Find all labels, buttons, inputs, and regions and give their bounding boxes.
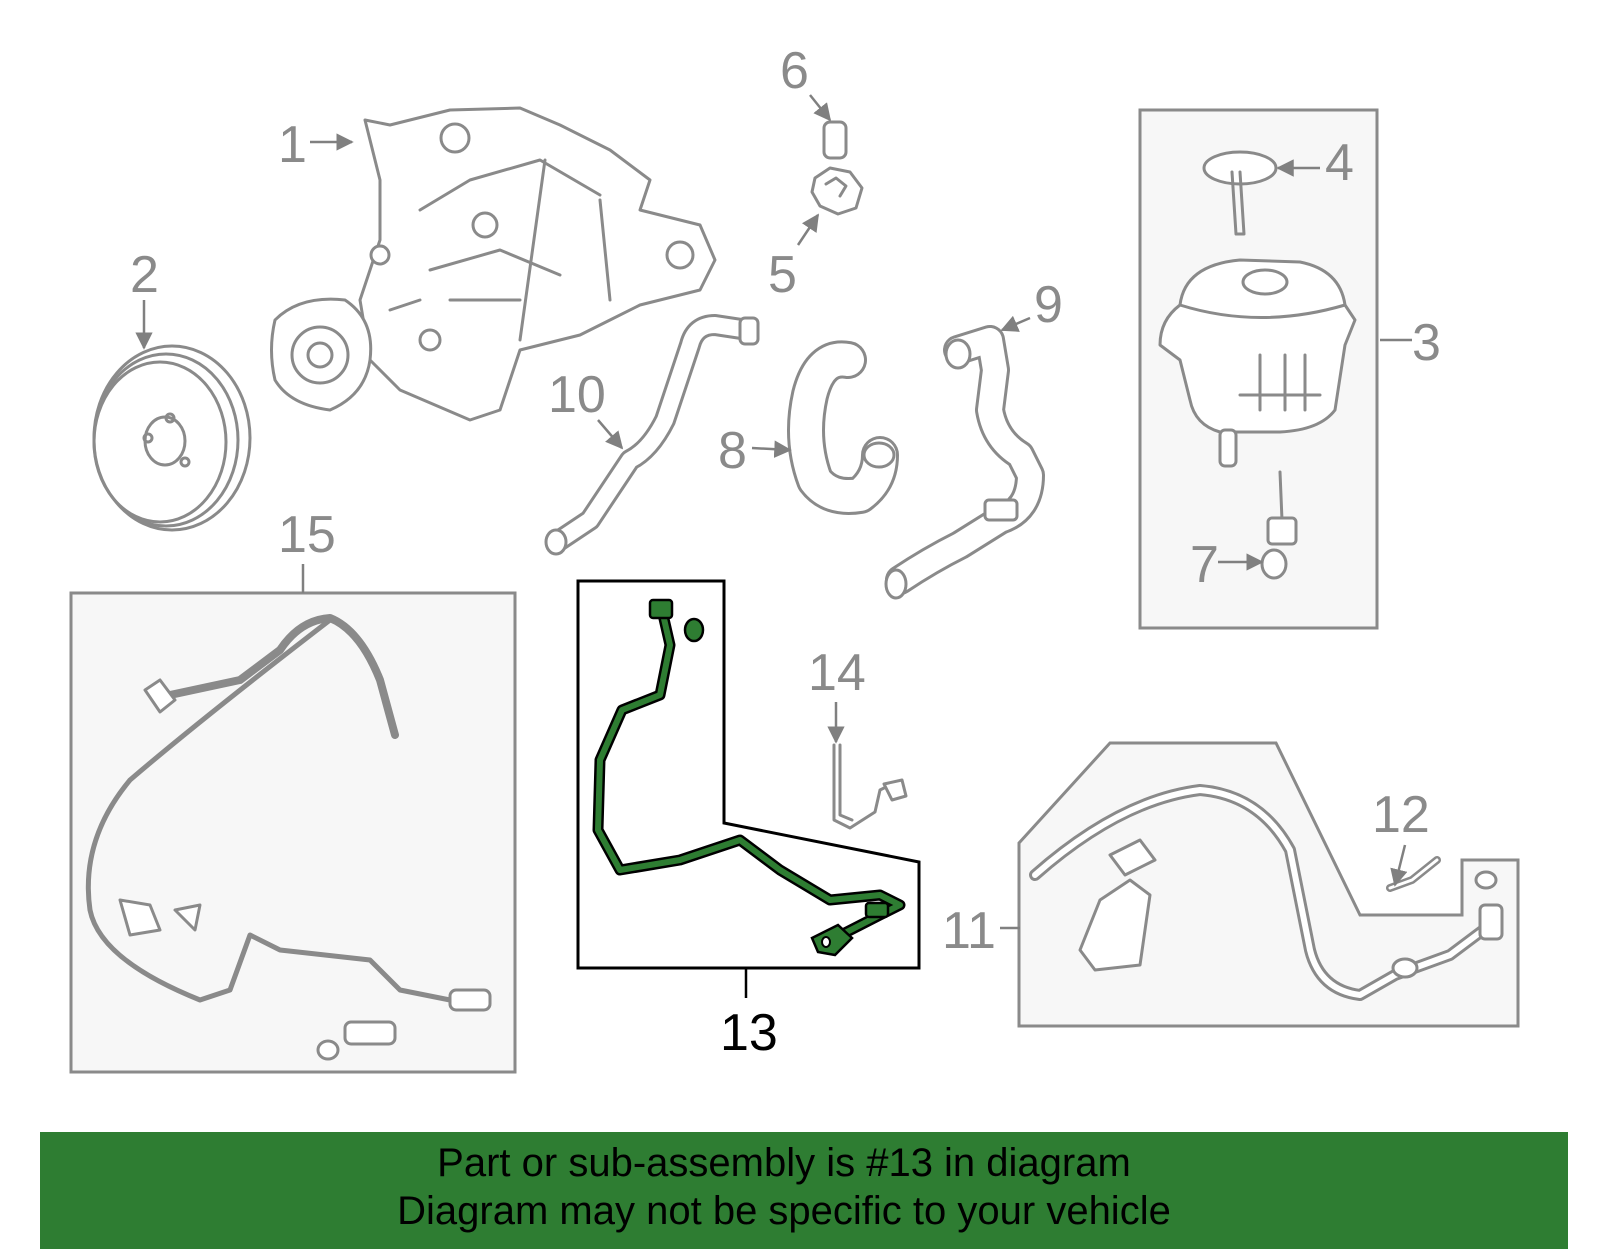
leader-lines	[135, 94, 1412, 998]
callout-12: 12	[1372, 786, 1430, 844]
part-2-pulley	[92, 344, 252, 532]
callout-4: 4	[1325, 134, 1354, 192]
callout-5: 5	[768, 246, 797, 304]
part-13-box	[576, 579, 921, 970]
part-6-cap	[822, 120, 848, 160]
part-15-box	[69, 591, 517, 1074]
reservoir-box	[1138, 108, 1379, 630]
callout-8: 8	[718, 422, 747, 480]
part-7-sensor	[1260, 470, 1298, 580]
notice-banner: Part or sub-assembly is #13 in diagram D…	[40, 1132, 1568, 1249]
callout-15: 15	[278, 506, 336, 564]
notice-line-2: Diagram may not be specific to your vehi…	[397, 1189, 1171, 1233]
part-1-pump	[270, 106, 717, 422]
part-8-hose	[787, 340, 899, 515]
part-11-box	[1017, 741, 1520, 1028]
part-13-hose-highlighted	[592, 598, 906, 957]
part-10-hose	[544, 314, 760, 556]
part-14-bracket	[832, 743, 908, 830]
callout-9: 9	[1034, 276, 1063, 334]
callout-7: 7	[1190, 536, 1219, 594]
callout-2: 2	[130, 246, 159, 304]
part-9-hose	[884, 325, 1045, 600]
callout-3: 3	[1412, 314, 1441, 372]
callout-11: 11	[942, 902, 996, 960]
callout-1: 1	[278, 116, 307, 174]
part-3-reservoir	[1158, 258, 1357, 468]
callout-14: 14	[808, 644, 866, 702]
part-4-cap	[1202, 150, 1278, 236]
callout-10: 10	[548, 366, 606, 424]
callout-13: 13	[720, 1004, 778, 1062]
callout-numbers: 1 2 3 4 5 6 7 8 9 10 11 12 13 14 15	[130, 42, 1441, 1062]
callout-6: 6	[780, 42, 809, 100]
part-5-clamp	[810, 166, 864, 216]
notice-line-1: Part or sub-assembly is #13 in diagram	[437, 1141, 1131, 1185]
